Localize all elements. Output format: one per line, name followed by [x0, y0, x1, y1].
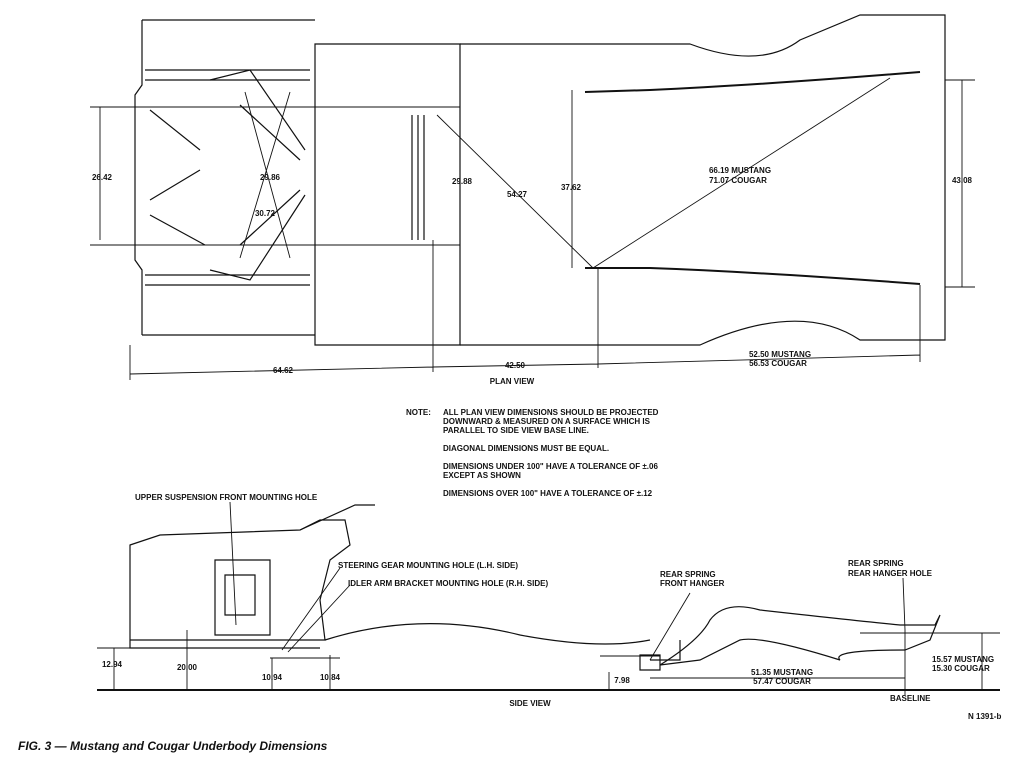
rear-rail-upper [584, 71, 921, 93]
dim-54-27: 54.27 [507, 190, 528, 199]
dim-line-54-27 [436, 114, 594, 269]
callout-rear-spring-rear-2: REAR HANGER HOLE [848, 569, 933, 578]
dim-10-94: 10.94 [262, 673, 283, 682]
side-view: UPPER SUSPENSION FRONT MOUNTING HOLE STE… [97, 493, 1000, 708]
callout-rear-spring-front-2: FRONT HANGER [660, 579, 725, 588]
dim-h-mustang: 15.57 MUSTANG [932, 655, 994, 664]
front-suspension-arms [149, 69, 306, 281]
note-block: NOTE: ALL PLAN VIEW DIMENSIONS SHOULD BE… [406, 408, 659, 498]
dim-64-62: 64.62 [273, 366, 294, 375]
dim-diag-cougar: 71.07 COUGAR [709, 176, 767, 185]
rear-rail-side [659, 606, 941, 666]
plan-view-title: PLAN VIEW [490, 377, 535, 386]
note-label: NOTE: [406, 408, 431, 417]
callout-leaders [229, 501, 906, 661]
callout-rear-spring-rear-1: REAR SPRING [848, 559, 904, 568]
dim-7-98: 7.98 [614, 676, 630, 685]
note-line: ALL PLAN VIEW DIMENSIONS SHOULD BE PROJE… [443, 408, 659, 417]
dim-20-00: 20.00 [177, 663, 198, 672]
front-structure-outline [129, 519, 351, 649]
dim-43-08: 43.08 [952, 176, 973, 185]
rear-body-outline [460, 14, 946, 346]
dim-29-88: 29.88 [452, 177, 473, 186]
dim-len-mustang: 51.35 MUSTANG [751, 668, 813, 677]
dim-rear-mustang: 52.50 MUSTANG [749, 350, 811, 359]
side-view-title: SIDE VIEW [509, 699, 551, 708]
dim-line-lengths [129, 240, 921, 380]
dim-line-43-08 [945, 79, 975, 288]
dim-rear-cougar: 56.53 COUGAR [749, 359, 807, 368]
dim-26-42: 26.42 [92, 173, 113, 182]
dim-line-front-diagonals [239, 91, 291, 259]
crossmember [411, 115, 425, 240]
dim-42-50: 42.50 [505, 361, 526, 370]
dim-line-rear-diagonal [592, 77, 891, 269]
note-line: EXCEPT AS SHOWN [443, 471, 521, 480]
dim-30-72: 30.72 [255, 209, 276, 218]
note-line: DIMENSIONS OVER 100" HAVE A TOLERANCE OF… [443, 489, 653, 498]
dim-10-84: 10.84 [320, 673, 341, 682]
dim-12-94: 12.94 [102, 660, 123, 669]
dim-diag-mustang: 66.19 MUSTANG [709, 166, 771, 175]
front-frame-outline [134, 19, 315, 336]
front-apron [214, 504, 375, 636]
plan-view: 26.42 29.86 30.72 29.88 54.27 37.62 66.1… [90, 14, 975, 386]
underbody-floor [324, 623, 681, 661]
dim-h-cougar: 15.30 COUGAR [932, 664, 990, 673]
figure-caption: FIG. 3 — Mustang and Cougar Underbody Di… [18, 739, 328, 753]
reference-code: N 1391-b [968, 712, 1001, 721]
callout-upper-suspension: UPPER SUSPENSION FRONT MOUNTING HOLE [135, 493, 318, 502]
callout-steering-gear: STEERING GEAR MOUNTING HOLE (L.H. SIDE) [338, 561, 518, 570]
reference-lines [97, 632, 1000, 659]
callout-idler-arm: IDLER ARM BRACKET MOUNTING HOLE (R.H. SI… [348, 579, 548, 588]
note-line: DOWNWARD & MEASURED ON A SURFACE WHICH I… [443, 417, 651, 426]
center-body-outline [314, 43, 461, 346]
note-line: DIAGONAL DIMENSIONS MUST BE EQUAL. [443, 444, 609, 453]
rear-front-hanger [639, 654, 661, 671]
dim-37-62: 37.62 [561, 183, 582, 192]
side-dim-lines [113, 630, 983, 695]
dim-len-cougar: 57.47 COUGAR [753, 677, 811, 686]
note-line: PARALLEL TO SIDE VIEW BASE LINE. [443, 426, 589, 435]
baseline-label: BASELINE [890, 694, 931, 703]
front-frame-rails [145, 69, 310, 286]
rear-rail-lower [585, 267, 921, 285]
callout-rear-spring-front-1: REAR SPRING [660, 570, 716, 579]
front-rail-reference-lines [90, 106, 460, 246]
note-line: DIMENSIONS UNDER 100" HAVE A TOLERANCE O… [443, 462, 658, 471]
dim-29-86: 29.86 [260, 173, 281, 182]
